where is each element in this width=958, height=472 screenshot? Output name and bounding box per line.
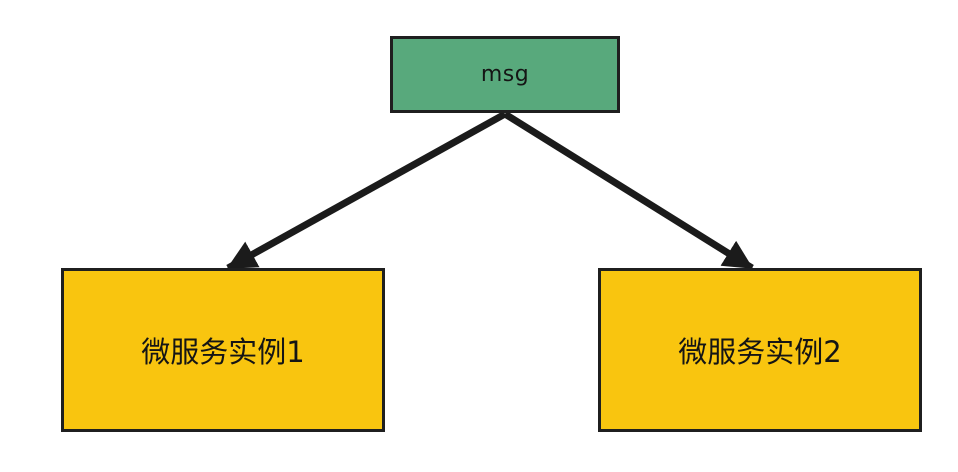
msg-node: msg <box>390 36 620 113</box>
microservice-instance-1-node: 微服务实例1 <box>61 268 385 432</box>
msg-node-label: msg <box>480 62 530 87</box>
microservice-instance-2-node: 微服务实例2 <box>598 268 922 432</box>
edge-msg-to-instance2 <box>503 111 754 271</box>
microservice-instance-2-label: 微服务实例2 <box>678 335 842 369</box>
edge-msg-to-instance1 <box>226 110 507 272</box>
microservice-instance-1-label: 微服务实例1 <box>141 335 305 369</box>
